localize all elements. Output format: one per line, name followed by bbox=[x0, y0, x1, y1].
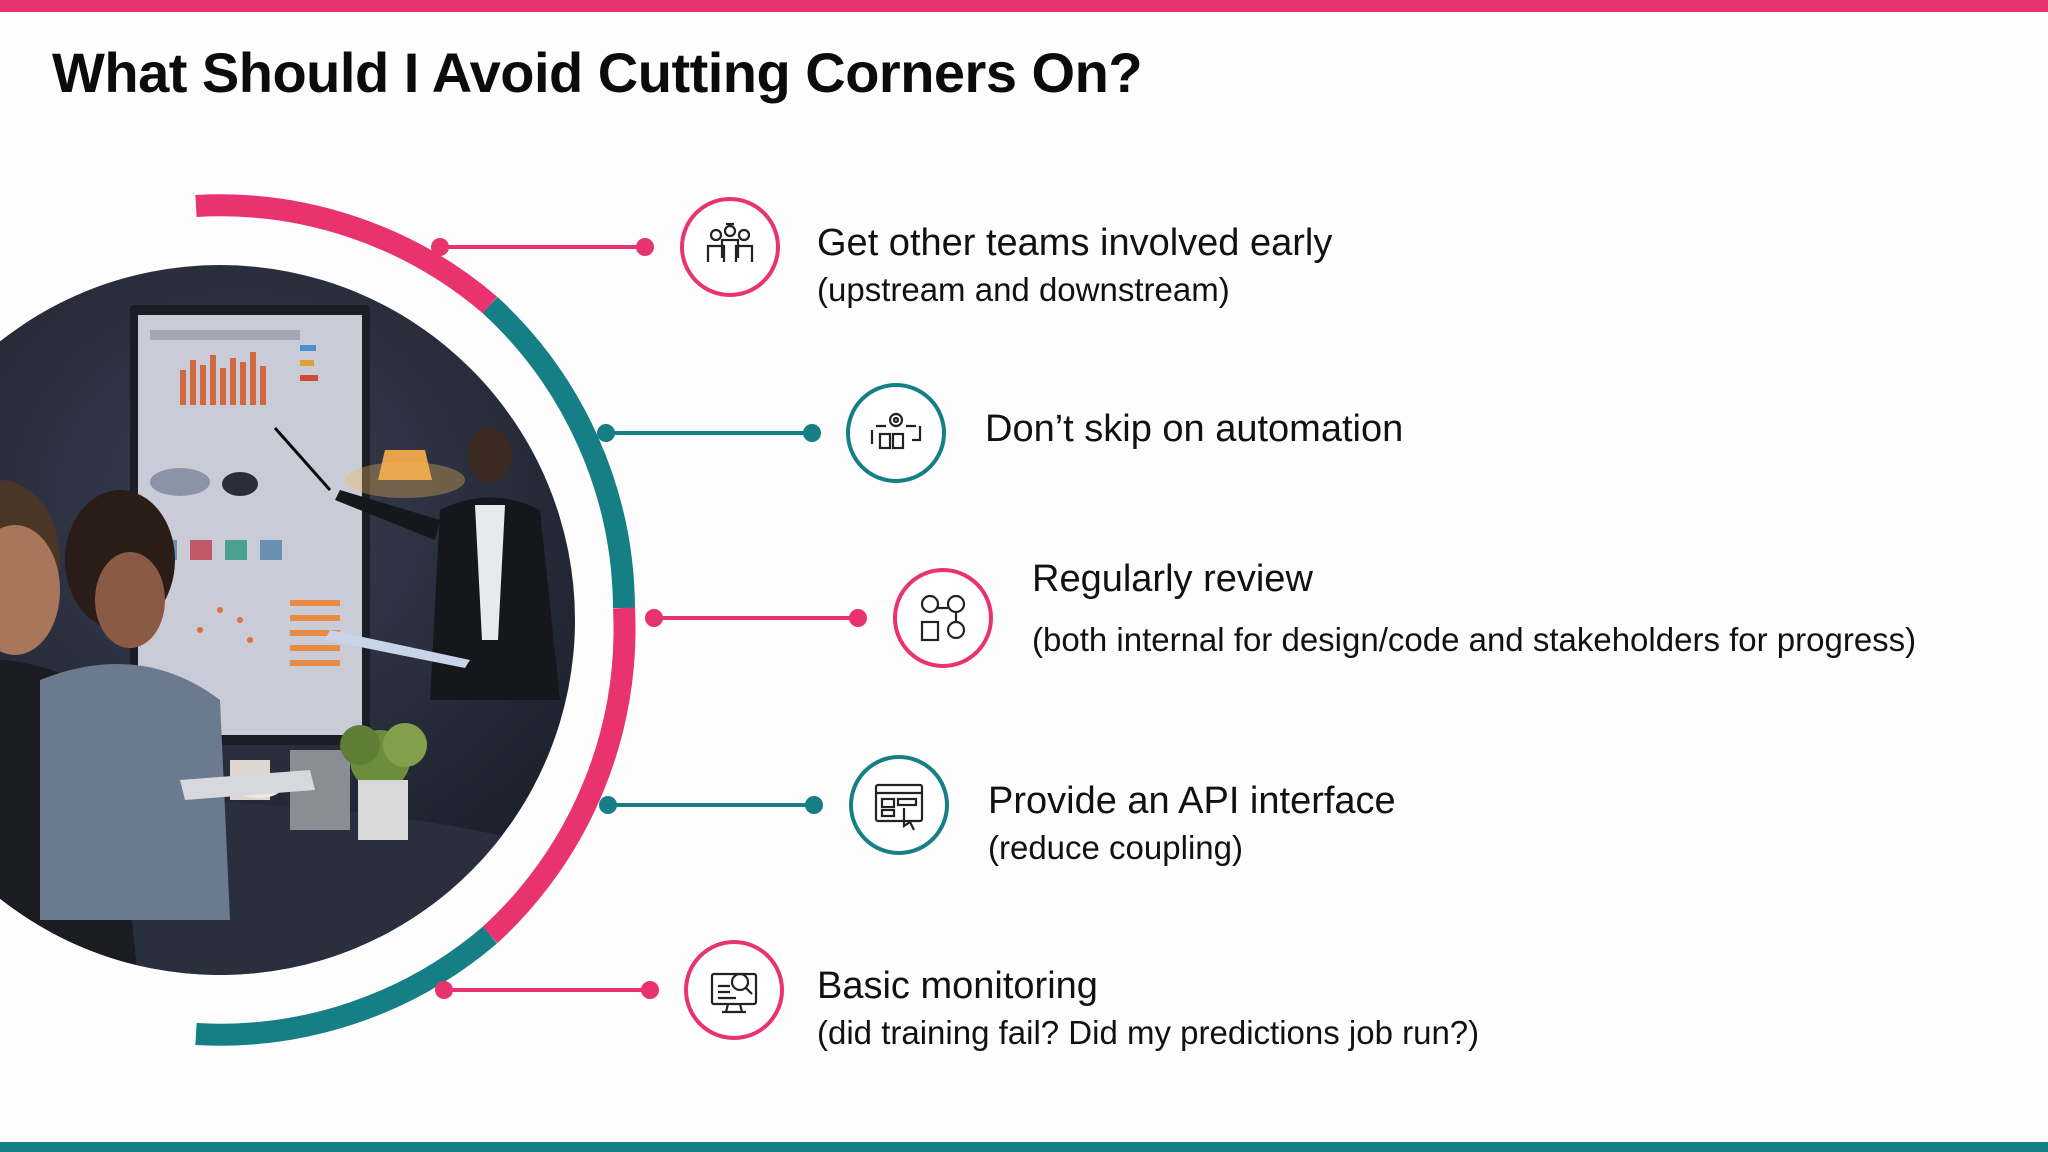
item-subtext: (upstream and downstream) bbox=[817, 271, 1230, 308]
api-interface-icon bbox=[874, 783, 924, 831]
meeting-photo bbox=[0, 265, 575, 975]
item-subtext: (both internal for design/code and stake… bbox=[1032, 621, 1917, 658]
item-heading: Basic monitoring bbox=[817, 965, 1098, 1007]
item-get-teams-involved: Get other teams involved early (upstream… bbox=[817, 222, 1332, 309]
top-accent-bar bbox=[0, 0, 2048, 12]
connector-2 bbox=[597, 424, 821, 442]
page-title: What Should I Avoid Cutting Corners On? bbox=[52, 41, 1143, 104]
team-collaboration-icon bbox=[706, 222, 754, 262]
review-people-icon bbox=[920, 594, 966, 642]
segmented-ring bbox=[195, 194, 636, 1046]
connector-3 bbox=[645, 609, 867, 627]
automation-workflow-icon bbox=[870, 412, 922, 450]
connector-5 bbox=[435, 981, 659, 999]
item-heading: Regularly review bbox=[1032, 558, 1313, 600]
bottom-accent-bar bbox=[0, 1142, 2048, 1152]
item-heading: Provide an API interface bbox=[988, 780, 1396, 822]
item-subtext: (did training fail? Did my predictions j… bbox=[817, 1014, 1480, 1051]
item-heading: Get other teams involved early bbox=[817, 222, 1333, 264]
item-regular-review: Regularly review (both internal for desi… bbox=[1032, 558, 1916, 659]
item-automation: Don’t skip on automation bbox=[985, 408, 1403, 451]
item-heading: Don’t skip on automation bbox=[985, 408, 1404, 450]
connector-1 bbox=[431, 238, 654, 256]
item-api-interface: Provide an API interface (reduce couplin… bbox=[988, 780, 1396, 867]
item-basic-monitoring: Basic monitoring (did training fail? Did… bbox=[817, 965, 1479, 1052]
item-subtext: (reduce coupling) bbox=[988, 829, 1243, 866]
connector-4 bbox=[599, 796, 823, 814]
monitoring-icon bbox=[710, 972, 758, 1014]
